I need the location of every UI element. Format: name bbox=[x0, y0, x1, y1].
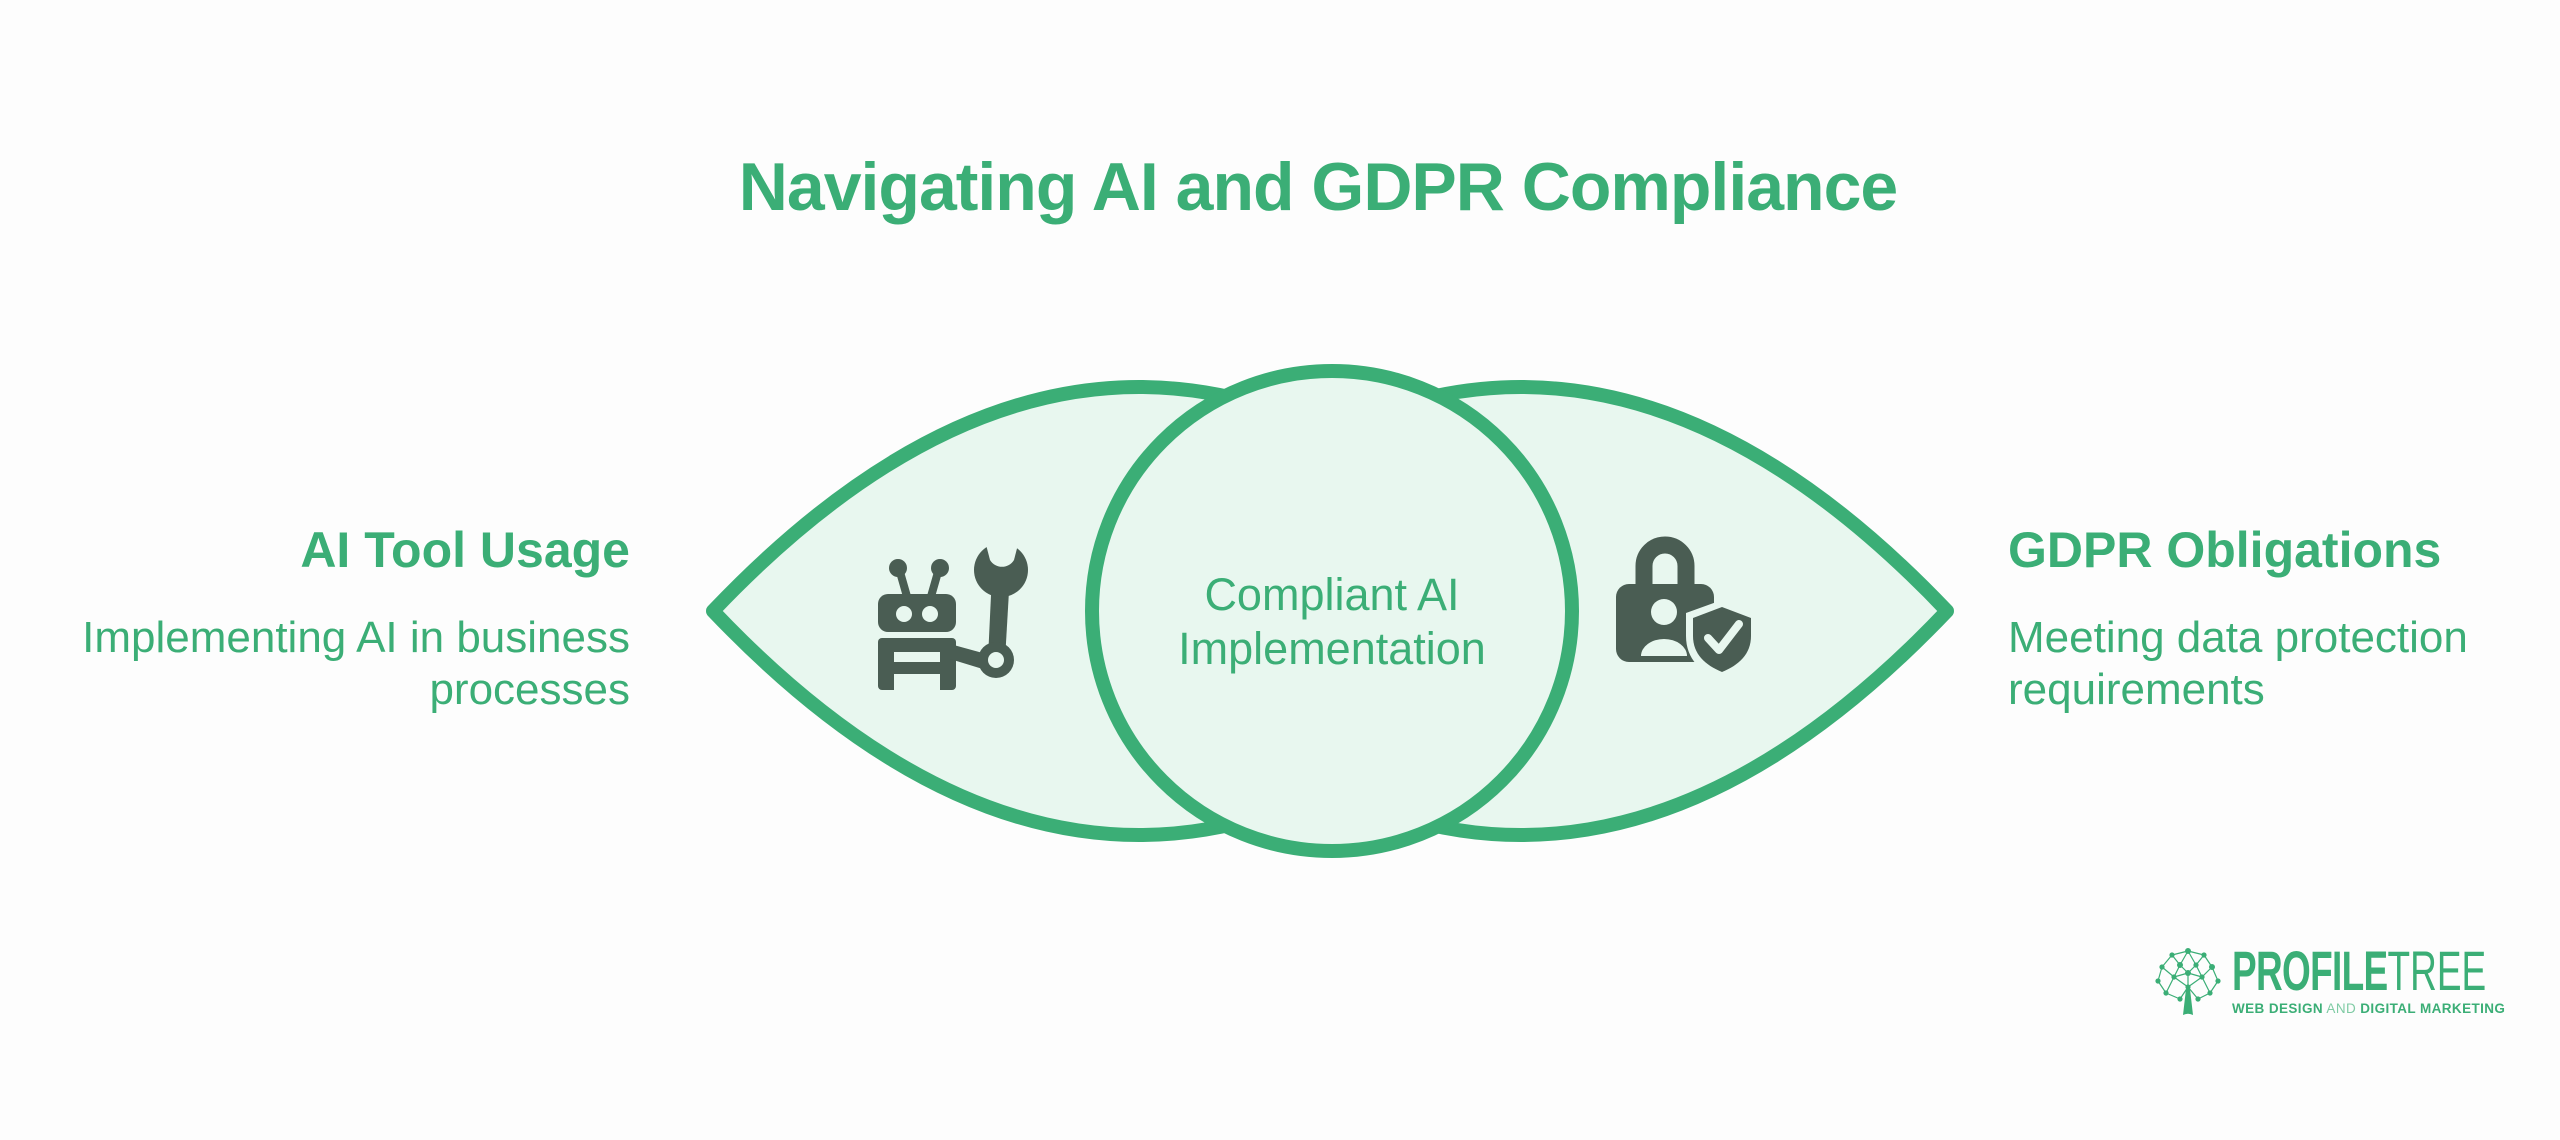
brand-logo: PROFILETREE WEB DESIGN AND DIGITAL MARKE… bbox=[2152, 943, 2560, 1016]
brand-name-bold: PROFILE bbox=[2232, 939, 2388, 1002]
tagline-part2: AND bbox=[2326, 1001, 2357, 1016]
tagline-part1: WEB DESIGN bbox=[2232, 1001, 2324, 1016]
brand-name-light: TREE bbox=[2387, 939, 2487, 1002]
right-heading: GDPR Obligations bbox=[2008, 522, 2442, 578]
tree-network-icon bbox=[2155, 948, 2221, 1015]
brand-logo-text: PROFILETREE WEB DESIGN AND DIGITAL MARKE… bbox=[2232, 943, 2560, 1016]
right-label-block: GDPR Obligations Meeting data protection… bbox=[2008, 522, 2560, 716]
brand-tagline: WEB DESIGN AND DIGITAL MARKETING bbox=[2232, 1002, 2560, 1016]
robot-wrench-icon bbox=[878, 533, 1028, 690]
intersection-label: Compliant AI Implementation bbox=[1178, 569, 1486, 674]
tagline-part3: DIGITAL MARKETING bbox=[2360, 1001, 2506, 1016]
left-description: Implementing AI in business processes bbox=[82, 613, 630, 714]
right-description: Meeting data protection requirements bbox=[2008, 613, 2468, 714]
intersection-circle bbox=[1085, 364, 1579, 858]
brand-name: PROFILETREE bbox=[2232, 943, 2486, 999]
lock-user-shield-icon bbox=[1616, 536, 1758, 681]
left-label-block: AI Tool Usage Implementing AI in busines… bbox=[0, 522, 630, 716]
left-heading: AI Tool Usage bbox=[300, 522, 630, 578]
page-title: Navigating AI and GDPR Compliance bbox=[738, 149, 1898, 225]
